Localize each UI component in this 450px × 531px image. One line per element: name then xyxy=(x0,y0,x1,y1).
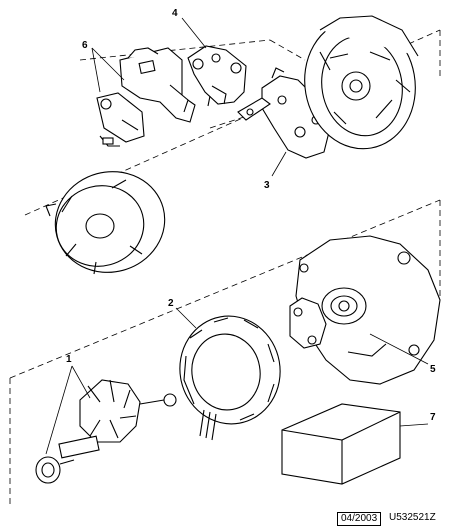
callout-6: 6 xyxy=(82,40,88,51)
callout-7: 7 xyxy=(430,412,436,423)
brush-holder-part-6 xyxy=(96,47,196,147)
footer-date: 04/2003 xyxy=(337,512,382,526)
stator-part-2 xyxy=(179,315,281,441)
box-part-7 xyxy=(281,403,401,485)
callout-4: 4 xyxy=(172,8,178,19)
drive-end-housing-part-5 xyxy=(289,235,441,385)
footer-reference: U532521Z xyxy=(389,512,436,523)
rear-housing xyxy=(304,15,419,150)
fan xyxy=(45,171,166,275)
callout-1: 1 xyxy=(66,354,72,365)
leader-lines xyxy=(45,17,429,455)
callout-3: 3 xyxy=(264,180,270,191)
rotor-part-1 xyxy=(35,379,177,484)
callout-5: 5 xyxy=(430,364,436,375)
regulator-part-4 xyxy=(187,45,247,107)
callout-2: 2 xyxy=(168,298,174,309)
